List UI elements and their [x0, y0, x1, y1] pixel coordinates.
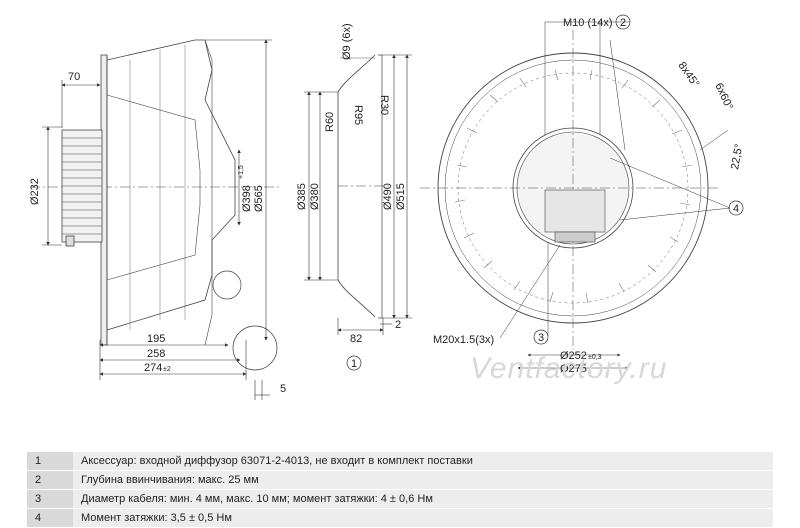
- diffuser-view: [304, 54, 412, 371]
- dim-8x45: 8x45°: [676, 60, 702, 90]
- side-view-labels: Ø232 70 Ø398 +1,5 Ø565 195 258 274 ±2 5: [29, 71, 286, 395]
- dim-l274-tol: ±2: [163, 366, 171, 373]
- dim-d565: Ø565: [253, 185, 265, 212]
- diffuser-labels: Ø9 (6x) R60 R95 R30 Ø385 Ø380 Ø490 Ø515 …: [296, 23, 407, 370]
- dim-d380: Ø380: [309, 183, 321, 210]
- notes-table: 1 Аксессуар: входной диффузор 63071-2-40…: [27, 452, 773, 528]
- front-view: [420, 14, 744, 370]
- technical-drawing: Ø232 70 Ø398 +1,5 Ø565 195 258 274 ±2 5: [29, 14, 745, 400]
- dim-d398: Ø398: [241, 185, 253, 212]
- side-view: [30, 39, 280, 400]
- dim-d9-6x: Ø9 (6x): [341, 23, 353, 60]
- dim-d232: Ø232: [29, 178, 41, 205]
- dim-r30: R30: [378, 95, 390, 115]
- note-text: Диаметр кабеля: мин. 4 мм, макс. 10 мм; …: [73, 489, 773, 509]
- dim-22-5: 22,5°: [729, 143, 745, 171]
- note-number: 1: [27, 452, 73, 471]
- dim-l70: 70: [68, 71, 80, 83]
- dim-6x60: 6x60°: [712, 81, 735, 112]
- notes-row: 2 Глубина ввинчивания: макс. 25 мм: [27, 470, 773, 490]
- notes-row: 4 Момент затяжки: 3,5 ± 0,5 Нм: [27, 508, 773, 528]
- dim-d490: Ø490: [382, 183, 394, 210]
- dim-r95: R95: [352, 105, 364, 125]
- callout-2: 2: [620, 17, 626, 29]
- dim-l82: 82: [350, 333, 362, 345]
- dim-m20-3x: M20x1.5(3x): [433, 334, 494, 346]
- notes-row: 1 Аксессуар: входной диффузор 63071-2-40…: [27, 452, 773, 471]
- watermark: Ventfactory.ru: [470, 352, 667, 385]
- note-text: Глубина ввинчивания: макс. 25 мм: [73, 470, 773, 490]
- dim-l2: 2: [395, 319, 401, 331]
- note-number: 4: [27, 508, 73, 528]
- dim-d252: Ø252: [560, 350, 587, 362]
- dim-d385: Ø385: [296, 183, 308, 210]
- note-text: Момент затяжки: 3,5 ± 0,5 Нм: [73, 508, 773, 528]
- dim-l274: 274: [144, 362, 162, 374]
- dim-d252-tol: ±0,3: [588, 354, 602, 361]
- dim-m10-14x: M10 (14x): [563, 17, 613, 29]
- dim-d275: Ø275: [560, 363, 587, 375]
- dim-l5: 5: [280, 383, 286, 395]
- callout-4: 4: [733, 203, 739, 215]
- callout-3: 3: [538, 332, 544, 344]
- dim-d398-tol: +1,5: [238, 165, 245, 179]
- dim-r60: R60: [324, 112, 336, 132]
- dim-d515: Ø515: [395, 183, 407, 210]
- note-number: 2: [27, 470, 73, 490]
- callout-1: 1: [351, 358, 357, 370]
- note-number: 3: [27, 489, 73, 509]
- dim-l195: 195: [147, 333, 165, 345]
- note-text: Аксессуар: входной диффузор 63071-2-4013…: [73, 452, 773, 471]
- notes-row: 3 Диаметр кабеля: мин. 4 мм, макс. 10 мм…: [27, 489, 773, 509]
- dim-l258: 258: [147, 348, 165, 360]
